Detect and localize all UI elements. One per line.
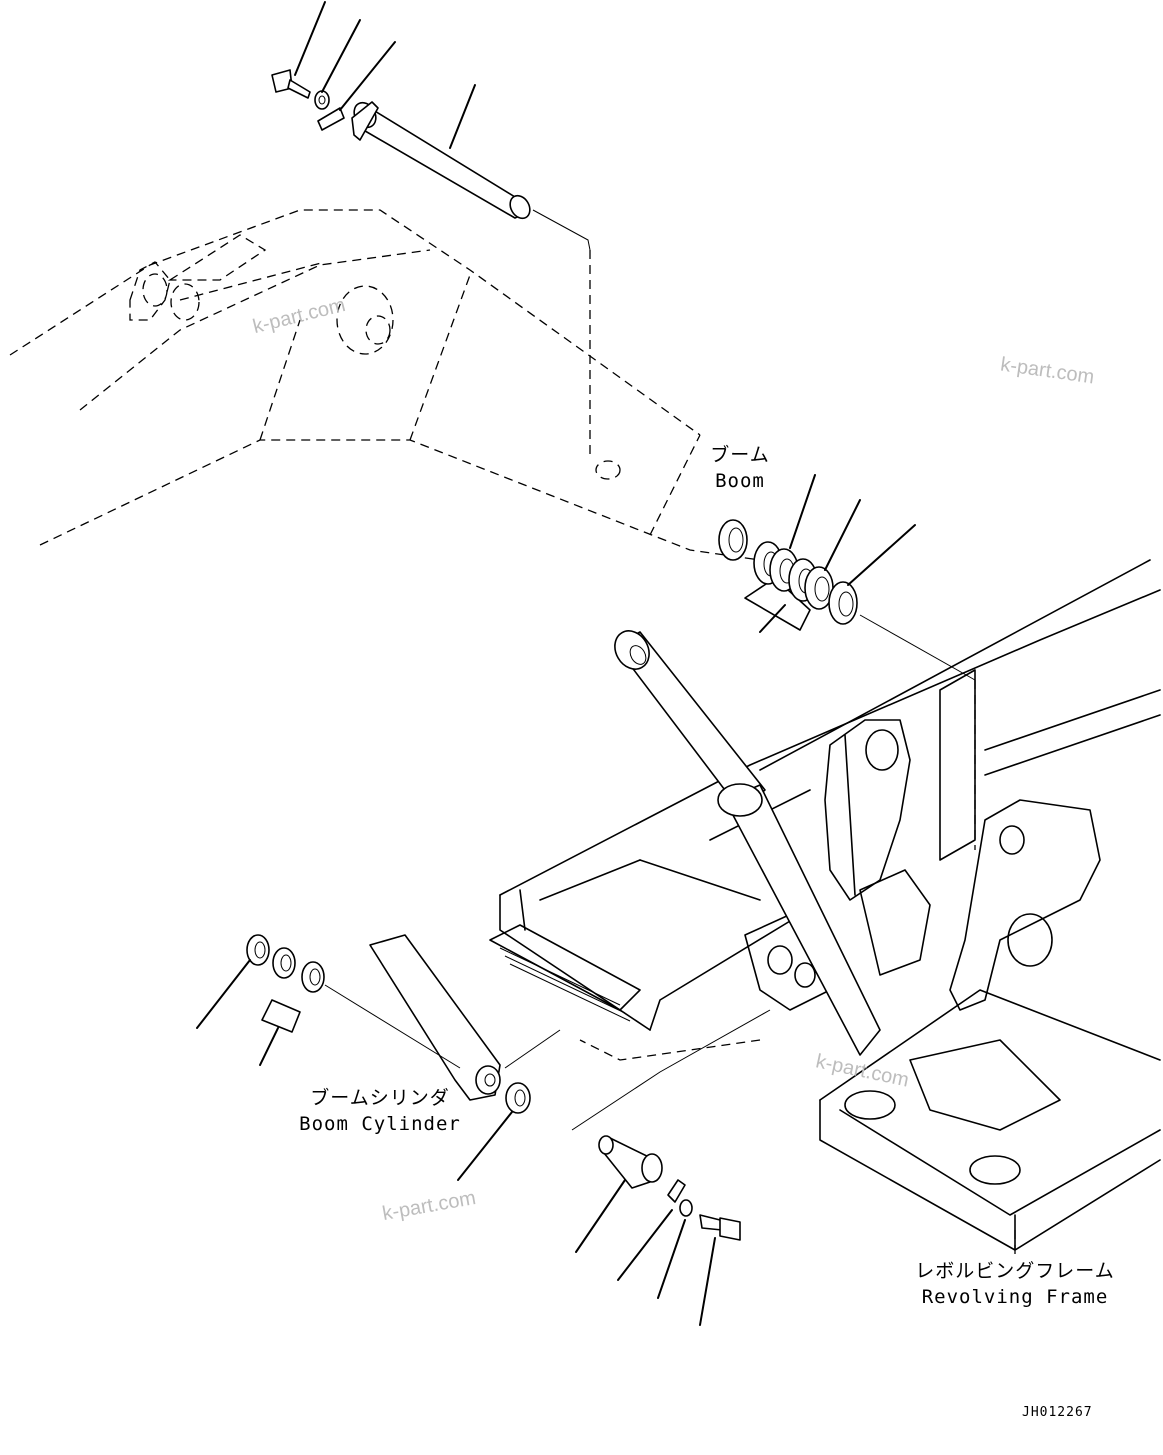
- lock-plate: [317, 107, 345, 131]
- boom-cylinder: [369, 630, 881, 1101]
- boom-cylinder-label-jp: ブームシリンダ: [310, 1087, 450, 1109]
- lock-plate-bottom: [667, 1179, 686, 1203]
- boom-label-en: Boom: [715, 470, 765, 492]
- cylinder-foot-pin: [571, 1009, 771, 1189]
- leader-lines-bottom: [575, 1179, 716, 1326]
- revolving-frame-label-jp: レボルビングフレーム: [915, 1260, 1115, 1282]
- leader-lines-shims: [759, 474, 916, 633]
- drawing-code: JH012267: [1022, 1405, 1093, 1420]
- revolving-frame-label-en: Revolving Frame: [921, 1286, 1109, 1308]
- leader-lines-top: [294, 1, 476, 149]
- boom-cylinder-label-en: Boom Cylinder: [299, 1113, 461, 1135]
- boom-label-jp: ブーム: [710, 444, 770, 466]
- boom-foot-pin: [351, 101, 591, 251]
- revolving-frame: [489, 559, 1161, 1255]
- boom-label: ブーム Boom: [690, 442, 790, 494]
- leader-lines-left: [196, 959, 513, 1181]
- shim-stack: [744, 541, 976, 681]
- cylinder-washers: [246, 934, 531, 1114]
- washer-top: [314, 90, 330, 110]
- bolt-top: [271, 69, 311, 99]
- washer-bottom: [679, 1199, 693, 1217]
- boom-bushing: [718, 519, 748, 561]
- boom-cylinder-label: ブームシリンダ Boom Cylinder: [285, 1085, 475, 1137]
- boom-outline: [9, 209, 761, 561]
- bolt-bottom: [699, 1214, 741, 1241]
- revolving-frame-label: レボルビングフレーム Revolving Frame: [905, 1258, 1125, 1310]
